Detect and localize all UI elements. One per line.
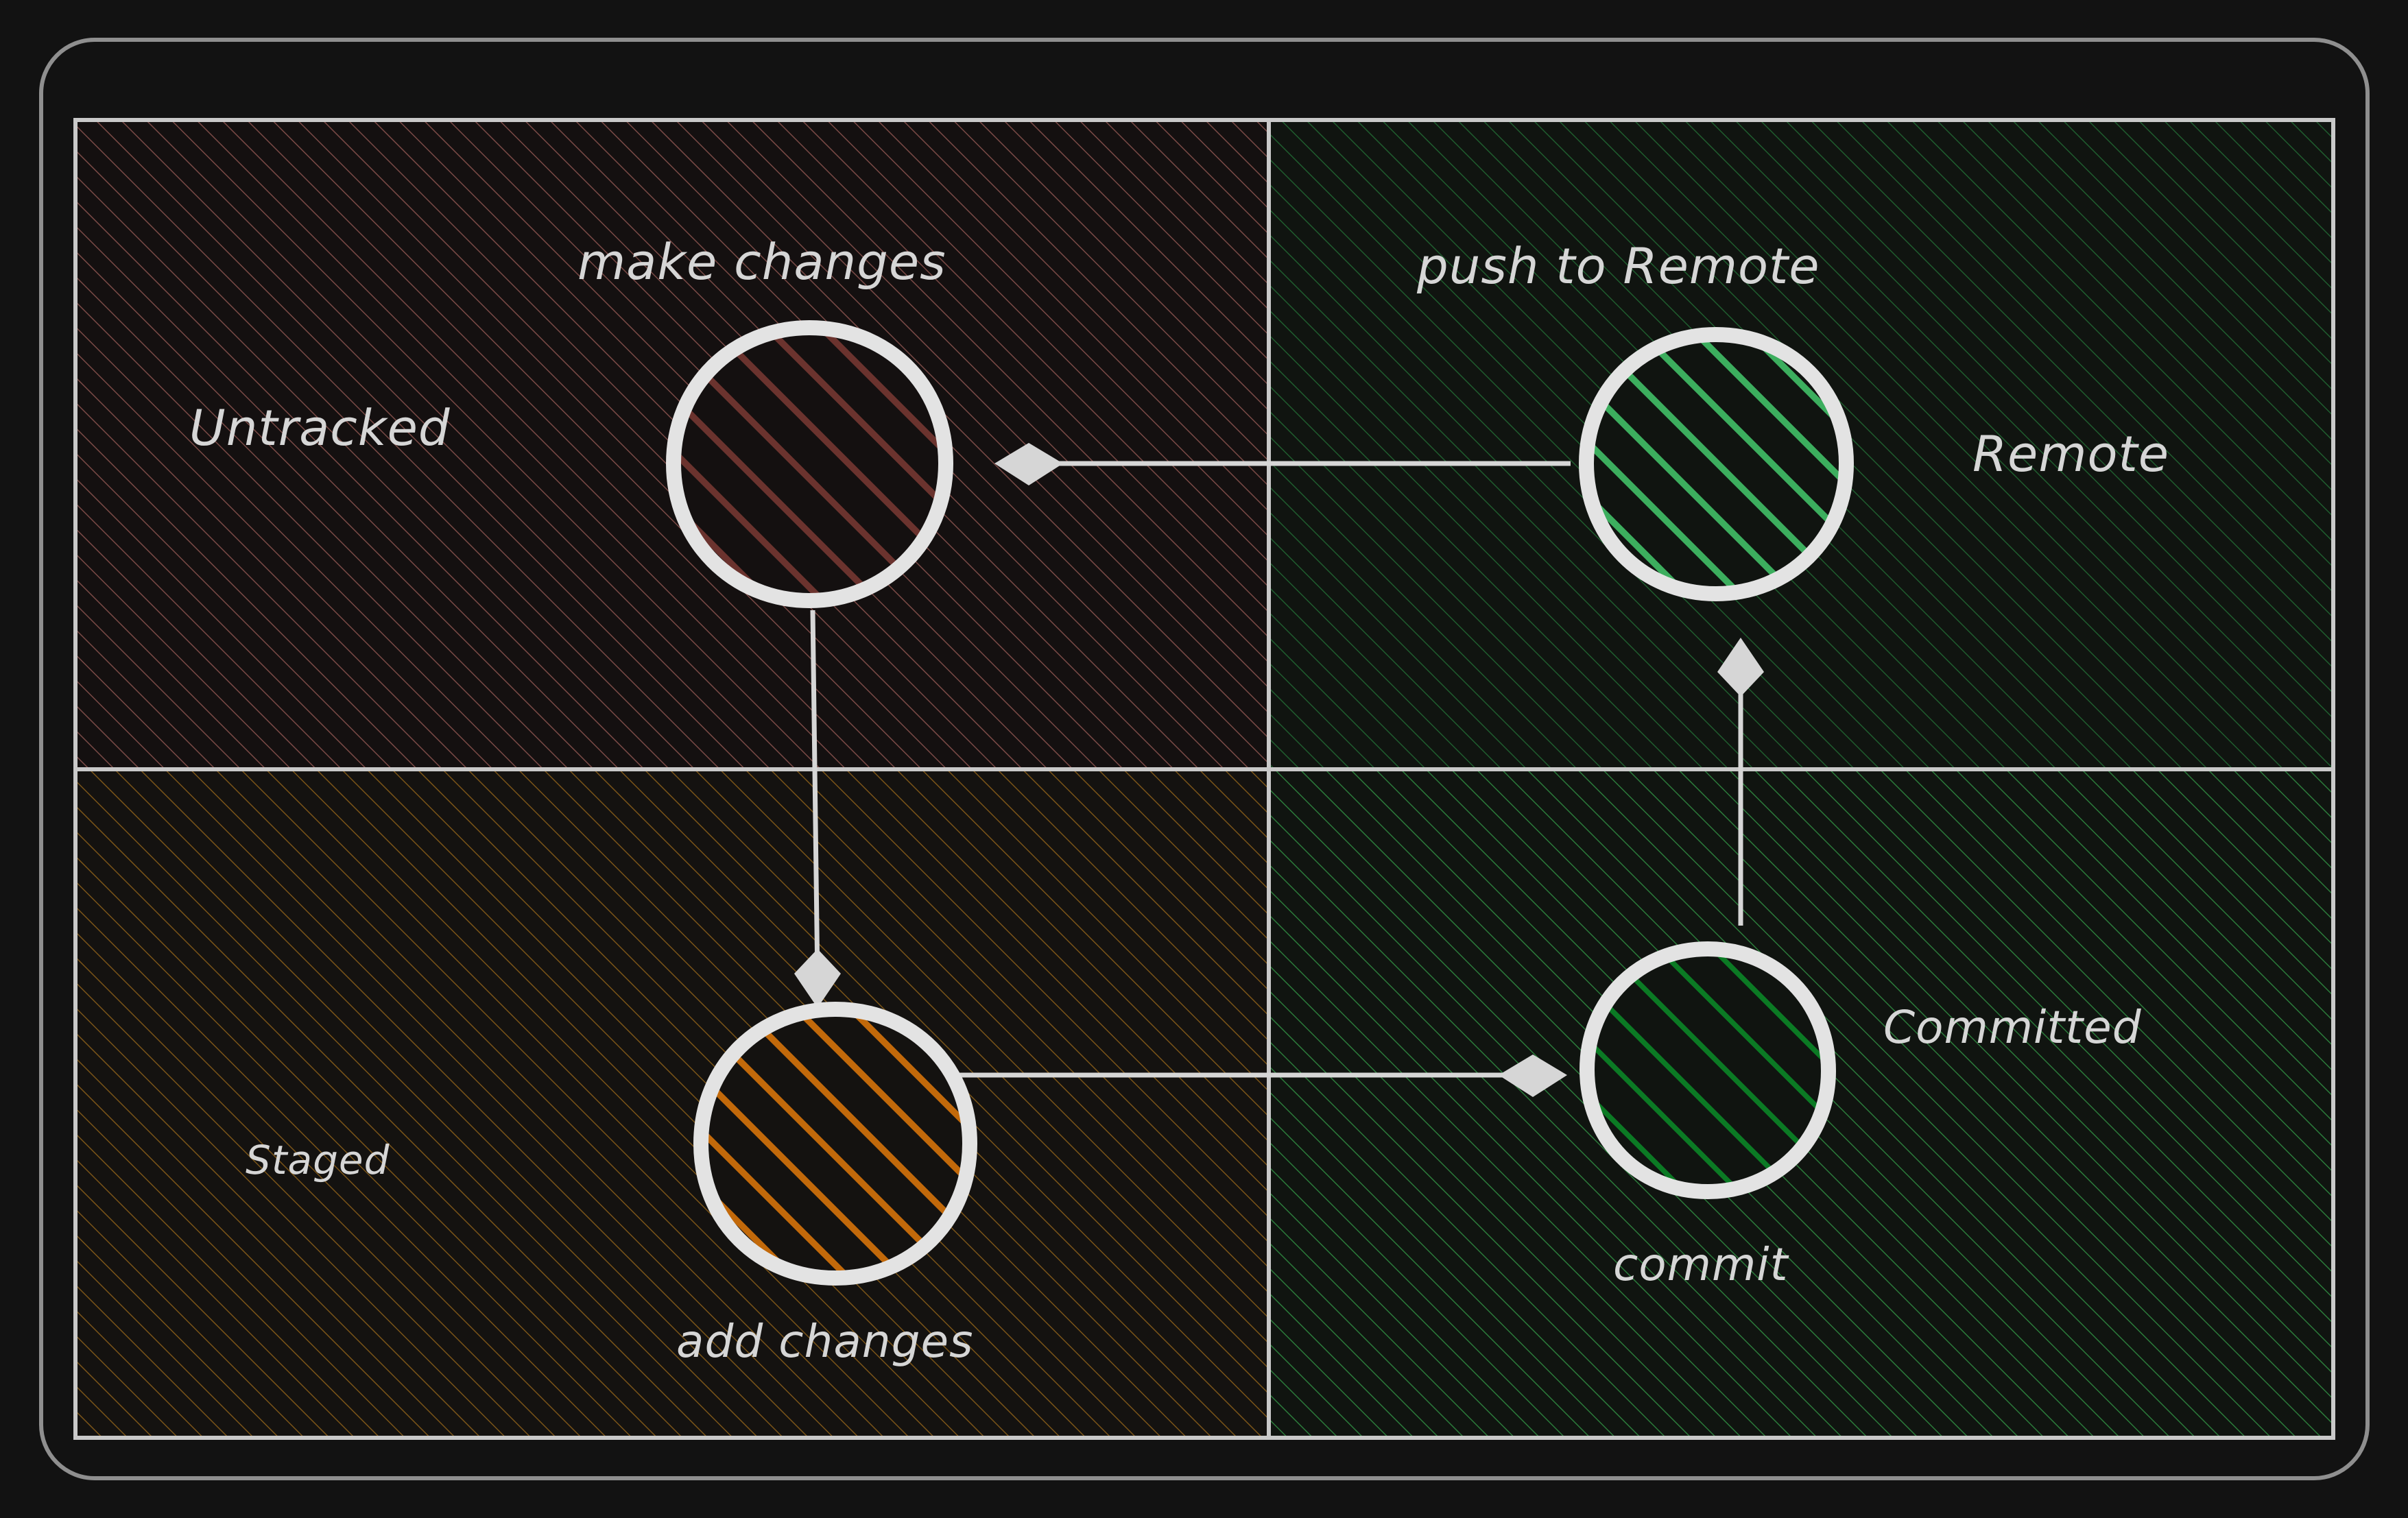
edge-push-to-remote xyxy=(994,443,1571,485)
staged-node[interactable] xyxy=(693,1001,978,1286)
edge-label-push-to-remote: push to Remote xyxy=(1417,237,1820,295)
quadrant-label-staged: Staged xyxy=(246,1137,390,1183)
quadrant-label-remote: Remote xyxy=(1972,425,2170,483)
edge-label-add-changes: add changes xyxy=(676,1315,974,1368)
committed-node-outline xyxy=(1579,941,1837,1200)
committed-node[interactable] xyxy=(1579,941,1837,1200)
outer-frame xyxy=(39,38,2370,1480)
untracked-node[interactable] xyxy=(665,320,954,609)
edge-label-make-changes: make changes xyxy=(577,233,946,291)
quadrant-grid-outline xyxy=(73,118,2335,1440)
edge-make-changes xyxy=(794,610,841,1008)
remote-node-outline xyxy=(1578,326,1855,602)
edge-add-changes-arrowhead xyxy=(1499,1055,1567,1097)
edge-make-changes-arrowhead xyxy=(794,949,841,1008)
remote-node[interactable] xyxy=(1578,326,1855,602)
edge-push-to-remote-arrowhead xyxy=(994,443,1063,485)
edge-label-commit: commit xyxy=(1613,1238,1789,1291)
staged-node-outline xyxy=(693,1001,978,1286)
quadrant-staged xyxy=(75,769,1269,1438)
edge-commit xyxy=(1717,638,1764,926)
quadrant-label-untracked: Untracked xyxy=(189,399,451,457)
quadrant-label-committed: Committed xyxy=(1883,1001,2142,1054)
untracked-node-outline xyxy=(665,320,954,609)
edge-add-changes xyxy=(929,1055,1567,1097)
edge-commit-arrowhead xyxy=(1717,638,1764,697)
